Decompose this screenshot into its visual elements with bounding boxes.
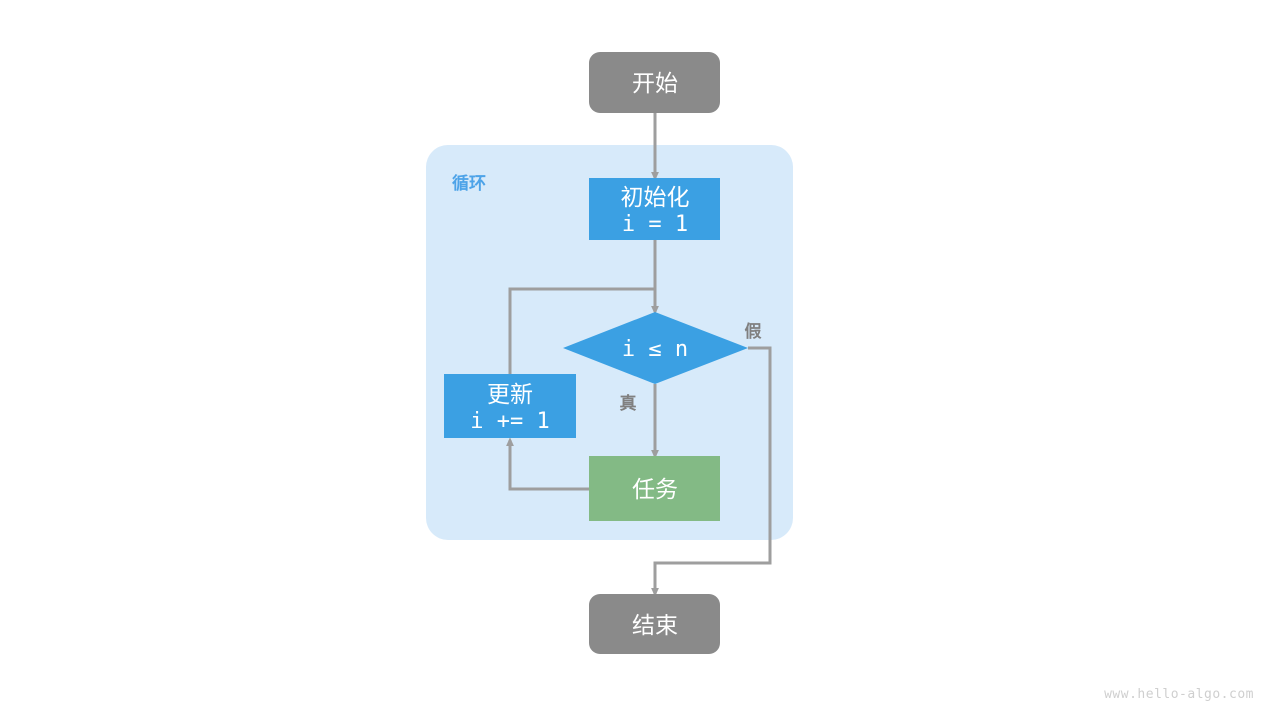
node-init[interactable]: 初始化 i = 1: [589, 178, 720, 240]
node-condition-shape: [563, 312, 748, 384]
node-end-label: 结束: [632, 612, 678, 638]
edge-task-to-update: [506, 437, 589, 491]
node-end[interactable]: 结束: [589, 594, 720, 654]
node-start-shape: [589, 52, 720, 113]
node-update[interactable]: 更新 i += 1: [444, 374, 576, 438]
node-condition[interactable]: i ≤ n: [563, 312, 748, 384]
node-start[interactable]: 开始: [589, 52, 720, 113]
watermark-text: www.hello-algo.com: [1104, 687, 1254, 702]
node-update-shape: [444, 374, 576, 438]
node-init-shape: [589, 178, 720, 240]
node-init-label-line1: 初始化: [621, 184, 690, 210]
edge-update-to-condition: [508, 287, 655, 374]
node-end-shape: [589, 594, 720, 654]
loop-group-label: 循环: [452, 173, 486, 193]
node-update-label-line2: i += 1: [470, 409, 549, 434]
node-condition-label: i ≤ n: [622, 337, 688, 362]
node-task-label: 任务: [632, 476, 678, 502]
node-task-shape: [589, 456, 720, 521]
node-update-label-line1: 更新: [487, 381, 533, 407]
node-task[interactable]: 任务: [589, 456, 720, 521]
edge-condition-false-to-end: [651, 346, 772, 597]
edge-label-false: 假: [745, 321, 762, 341]
node-start-label: 开始: [632, 70, 678, 96]
node-init-label-line2: i = 1: [622, 212, 688, 237]
edge-label-true: 真: [620, 393, 637, 413]
